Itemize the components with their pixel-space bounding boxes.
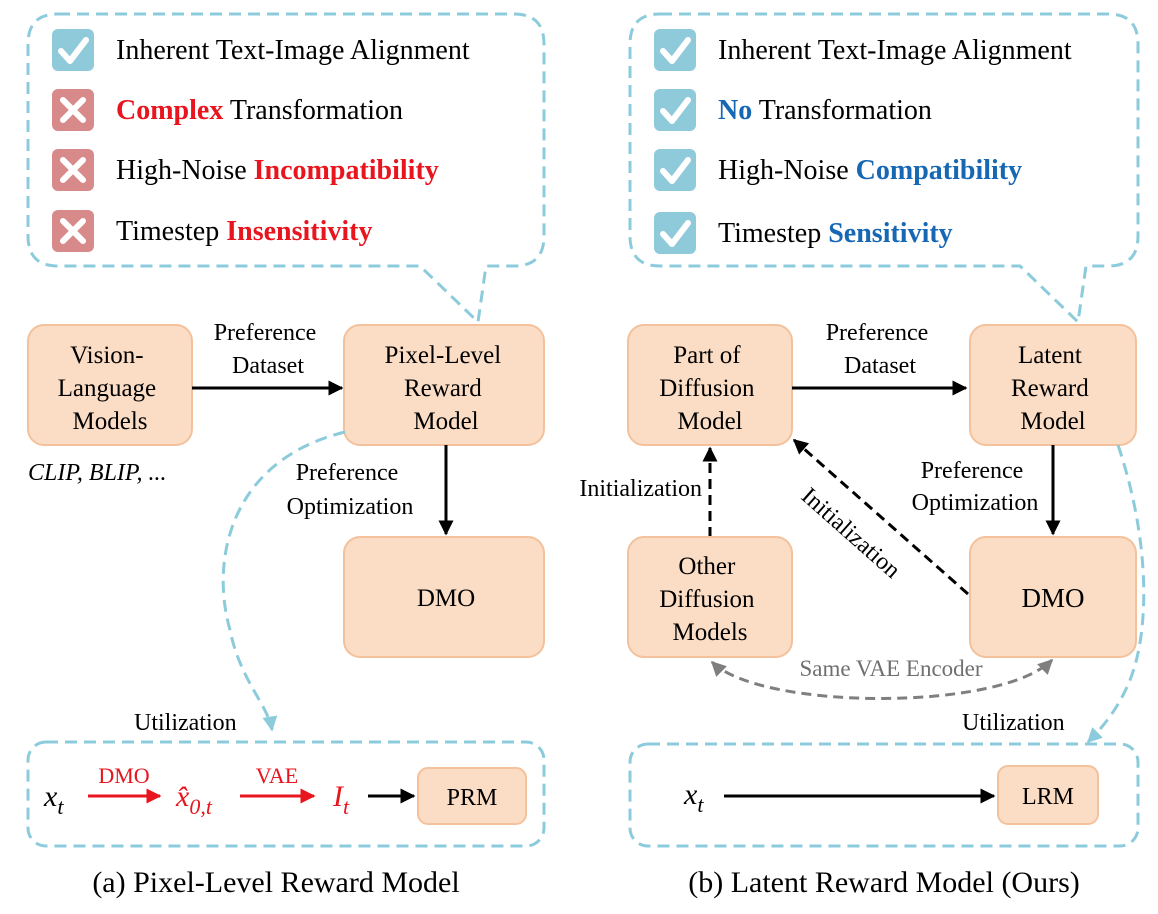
- check-icon: [654, 149, 696, 191]
- panel-b-bubble-item-2: No Transformation: [718, 95, 932, 126]
- panel-b-bubble-item-1: Inherent Text-Image Alignment: [718, 35, 1072, 66]
- flow-x-t: xt: [43, 780, 64, 819]
- panel-a-preference-optimization-label: Preference Optimization: [287, 460, 414, 520]
- panel-a-bubble-item-4: Timestep Insensitivity: [116, 216, 372, 247]
- panel-b-speech-bubble: [628, 12, 1140, 326]
- flow-prm-label: PRM: [447, 785, 498, 811]
- panel-a-preference-dataset-label: Preference Dataset: [214, 320, 323, 379]
- same-vae-label: Same VAE Encoder: [799, 656, 982, 681]
- panel-a-utilization-arrow: [221, 430, 346, 732]
- part-of-diffusion-label: Part of Diffusion Model: [659, 342, 761, 435]
- flow-dmo-label: DMO: [98, 763, 149, 788]
- flow-x0-t: x̂0,t: [175, 780, 213, 819]
- panel-a-bubble-item-1: Inherent Text-Image Alignment: [116, 35, 470, 66]
- panel-a-utilization-label: Utilization: [134, 710, 237, 736]
- check-icon: [654, 212, 696, 254]
- panel-b: Inherent Text-Image Alignment No Transfor…: [579, 12, 1146, 899]
- panel-a-speech-bubble: [26, 12, 546, 326]
- flow-i-t: It: [332, 780, 350, 819]
- check-icon: [654, 29, 696, 71]
- prm-box-label: Pixel-Level Reward Model: [385, 342, 508, 435]
- cross-icon: [52, 149, 94, 191]
- panel-b-preference-dataset-label: Preference Dataset: [826, 320, 935, 379]
- panel-b-preference-optimization-label: Preference Optimization: [912, 458, 1039, 516]
- panel-b-flow-x-t: xt: [683, 778, 704, 817]
- arrow-dmo-to-part-init: [792, 438, 969, 596]
- cross-icon: [52, 210, 94, 252]
- flow-lrm-label: LRM: [1022, 784, 1074, 810]
- flow-vae-label: VAE: [256, 763, 298, 788]
- panel-a-dmo-box: [343, 536, 545, 658]
- prm-box: [343, 324, 545, 446]
- init-left-label: Initialization: [579, 476, 702, 502]
- panel-b-caption: (b) Latent Reward Model (Ours): [688, 866, 1080, 899]
- panel-b-dmo-label: DMO: [1021, 583, 1084, 613]
- panel-b-dmo-box: [969, 536, 1137, 658]
- panel-b-bubble-item-3: High-Noise Compatibility: [718, 155, 1022, 186]
- cross-icon: [52, 89, 94, 131]
- panel-b-bubble-item-4: Timestep Sensitivity: [718, 218, 953, 249]
- panel-a-dmo-label: DMO: [417, 585, 475, 612]
- flow-lrm-box: [997, 765, 1099, 825]
- panel-a-bubble-item-3: High-Noise Incompatibility: [116, 155, 439, 186]
- panel-a-caption: (a) Pixel-Level Reward Model: [92, 866, 459, 899]
- panel-b-utilization-label: Utilization: [962, 710, 1065, 736]
- panel-b-utilization-arrow: [1086, 444, 1146, 744]
- lrm-box-label: Latent Reward Model: [1011, 342, 1095, 435]
- flow-prm-box: [417, 767, 527, 825]
- panel-b-bubble-items: Inherent Text-Image Alignment No Transfor…: [654, 29, 1072, 254]
- panel-a-flow-box: [26, 740, 546, 848]
- vlm-box: [27, 324, 193, 446]
- part-of-diffusion-box: [627, 324, 793, 446]
- panel-b-flow-box: [628, 742, 1140, 848]
- vlm-examples: CLIP, BLIP, ...: [28, 460, 166, 486]
- panel-a-bubble-item-2: Complex Transformation: [116, 95, 403, 126]
- init-diag-label: Initialization: [796, 483, 905, 584]
- other-diffusion-label: Other Diffusion Models: [659, 553, 761, 646]
- check-icon: [654, 89, 696, 131]
- vlm-box-label: Vision- Language Models: [58, 342, 163, 435]
- check-icon: [52, 29, 94, 71]
- other-diffusion-box: [627, 536, 793, 658]
- same-vae-arrow: [710, 658, 1054, 700]
